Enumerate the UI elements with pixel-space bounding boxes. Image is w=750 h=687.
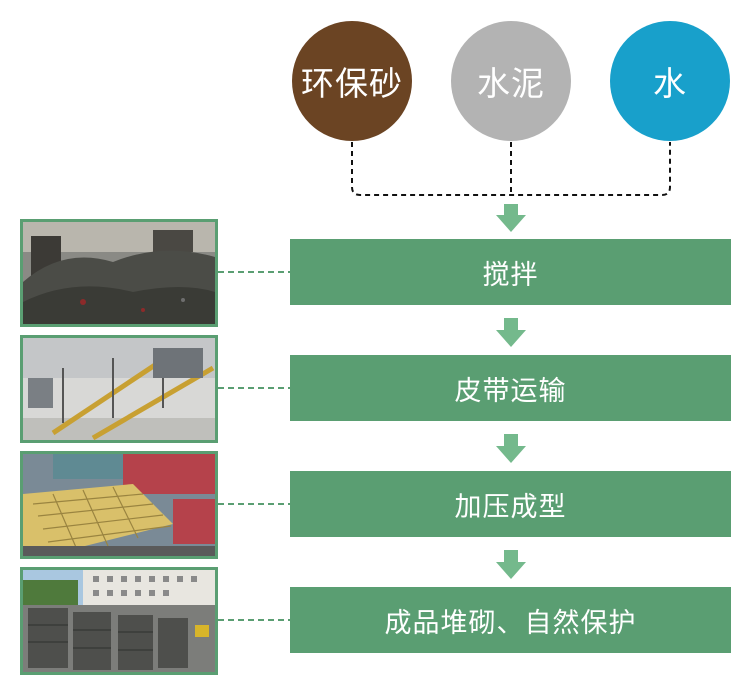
material-label: 水 [653, 64, 687, 103]
step-label: 搅拌 [482, 259, 539, 291]
material-label: 环保砂 [301, 64, 403, 103]
material-circle-water: 水 [610, 21, 730, 141]
down-arrow-icon [496, 204, 526, 232]
down-arrow-icon [496, 550, 526, 579]
material-circle-cement: 水泥 [451, 21, 571, 141]
step-label: 成品堆砌、自然保护 [384, 607, 637, 639]
down-arrow-icon [496, 434, 526, 463]
step-box-mixing: 搅拌 [290, 239, 731, 305]
material-label: 水泥 [477, 64, 545, 103]
material-merge-dashed-line [351, 142, 671, 196]
brick-stacking-yard-photo [20, 567, 218, 675]
mixed-sand-pile-photo [20, 219, 218, 327]
pressed-bricks-photo [20, 451, 218, 559]
step-box-belt-conveying: 皮带运输 [290, 355, 731, 421]
down-arrow-icon [496, 318, 526, 347]
step-label: 加压成型 [454, 491, 567, 523]
belt-conveyor-photo [20, 335, 218, 443]
step-box-press-forming: 加压成型 [290, 471, 731, 537]
step-box-stacking-curing: 成品堆砌、自然保护 [290, 587, 731, 653]
step-label: 皮带运输 [454, 375, 567, 407]
material-circle-eco-sand: 环保砂 [292, 21, 412, 141]
